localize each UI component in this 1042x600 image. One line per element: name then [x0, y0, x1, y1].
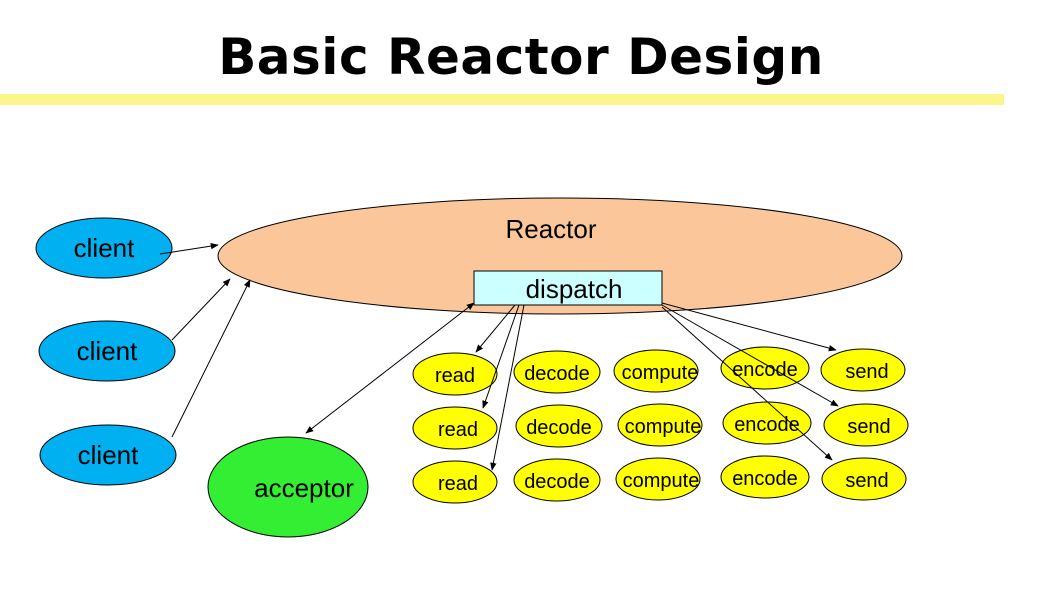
read-label: read	[438, 473, 478, 495]
client-node-3	[39, 424, 177, 486]
handler-row-2: read decode compute encode send	[412, 401, 909, 450]
client-label-1: client	[74, 233, 135, 263]
dispatch-to-read-1-arrow	[475, 304, 516, 353]
compute-node	[613, 349, 699, 393]
dispatch-to-send-2-arrow	[661, 304, 839, 407]
decode-node	[515, 404, 603, 448]
decode-label: decode	[524, 363, 590, 385]
encode-label: encode	[732, 468, 798, 490]
decode-label: decode	[526, 417, 592, 439]
dispatch-to-send-1-arrow	[661, 302, 837, 352]
client-label-2: client	[77, 336, 138, 366]
encode-label: encode	[732, 359, 798, 381]
send-node	[821, 457, 907, 501]
read-label: read	[438, 419, 478, 441]
encode-label: encode	[734, 414, 800, 436]
encode-node	[720, 455, 810, 499]
reactor-node	[217, 197, 903, 315]
send-label: send	[845, 361, 888, 383]
compute-node	[615, 457, 701, 501]
decode-node	[513, 458, 601, 502]
handler-row-1: read decode compute encode send	[412, 346, 906, 396]
send-node	[820, 348, 906, 392]
compute-label: compute	[622, 362, 699, 384]
read-label: read	[435, 365, 475, 387]
client-node-1	[35, 217, 173, 279]
dispatch-to-read-2-arrow	[482, 304, 520, 409]
compute-label: compute	[623, 470, 700, 492]
send-label: send	[845, 470, 888, 492]
dispatch-to-send-3-arrow	[661, 306, 833, 461]
acceptor-label: acceptor	[254, 473, 354, 503]
client-3-to-reactor-arrow	[171, 279, 251, 438]
client-2-to-reactor-arrow	[171, 278, 231, 341]
send-label: send	[847, 416, 890, 438]
dispatch-box	[473, 270, 663, 306]
dispatch-acceptor-arrow	[305, 302, 475, 434]
read-node	[412, 460, 498, 504]
compute-node	[617, 403, 703, 447]
send-node	[823, 403, 909, 447]
reactor-label: Reactor	[505, 214, 596, 244]
client-1-to-reactor-arrow	[159, 242, 219, 255]
compute-label: compute	[625, 416, 702, 438]
client-node-2	[38, 320, 176, 382]
handler-row-3: read decode compute encode send	[412, 455, 907, 504]
decode-node	[513, 350, 601, 394]
page-title: Basic Reactor Design	[218, 28, 824, 86]
dispatch-label: dispatch	[526, 274, 623, 304]
title-underline-bar	[0, 94, 1004, 105]
acceptor-node	[207, 436, 369, 538]
dispatch-to-read-3-arrow	[490, 304, 525, 471]
client-label-3: client	[78, 440, 139, 470]
decode-label: decode	[524, 471, 590, 493]
encode-node	[720, 346, 810, 390]
